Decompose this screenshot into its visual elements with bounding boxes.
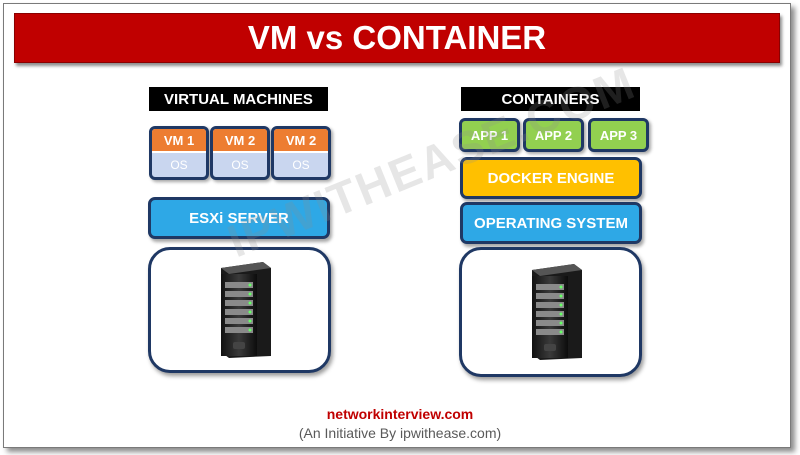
vm-section-label: VIRTUAL MACHINES	[149, 87, 328, 111]
esxi-server-label: ESXi SERVER	[189, 209, 289, 227]
app-label: APP 3	[599, 127, 638, 143]
vm-box-1: VM 1 OS	[149, 126, 209, 180]
footer-subtitle: (An Initiative By ipwithease.com)	[298, 425, 502, 441]
vm-os: OS	[292, 158, 310, 172]
vm-host-hardware	[148, 247, 331, 373]
docker-engine-label: DOCKER ENGINE	[487, 169, 615, 187]
container-section-label-text: CONTAINERS	[501, 90, 600, 108]
vm-os: OS	[170, 158, 188, 172]
docker-engine-layer: DOCKER ENGINE	[460, 157, 642, 199]
app-box-2: APP 2	[523, 118, 584, 152]
vm-name: VM 2	[213, 129, 267, 153]
server-tower-icon	[531, 264, 582, 360]
vm-name: VM 2	[274, 129, 328, 153]
diagram-frame	[3, 3, 791, 448]
vm-box-2: VM 2 OS	[210, 126, 270, 180]
app-box-3: APP 3	[588, 118, 649, 152]
footer-site[interactable]: networkinterview.com	[326, 406, 474, 422]
page-title: VM vs CONTAINER	[247, 19, 547, 56]
server-tower-icon	[220, 262, 271, 358]
esxi-server-layer: ESXi SERVER	[148, 197, 330, 239]
operating-system-layer: OPERATING SYSTEM	[460, 202, 642, 244]
app-label: APP 1	[470, 127, 509, 143]
operating-system-label: OPERATING SYSTEM	[474, 214, 628, 232]
vm-section-label-text: VIRTUAL MACHINES	[164, 90, 313, 108]
app-box-1: APP 1	[459, 118, 520, 152]
container-host-hardware	[459, 247, 642, 377]
container-section-label: CONTAINERS	[461, 87, 640, 111]
vm-box-3: VM 2 OS	[271, 126, 331, 180]
vm-name: VM 1	[152, 129, 206, 153]
title-banner: VM vs CONTAINER	[14, 13, 780, 63]
vm-os: OS	[231, 158, 249, 172]
app-label: APP 2	[534, 127, 573, 143]
